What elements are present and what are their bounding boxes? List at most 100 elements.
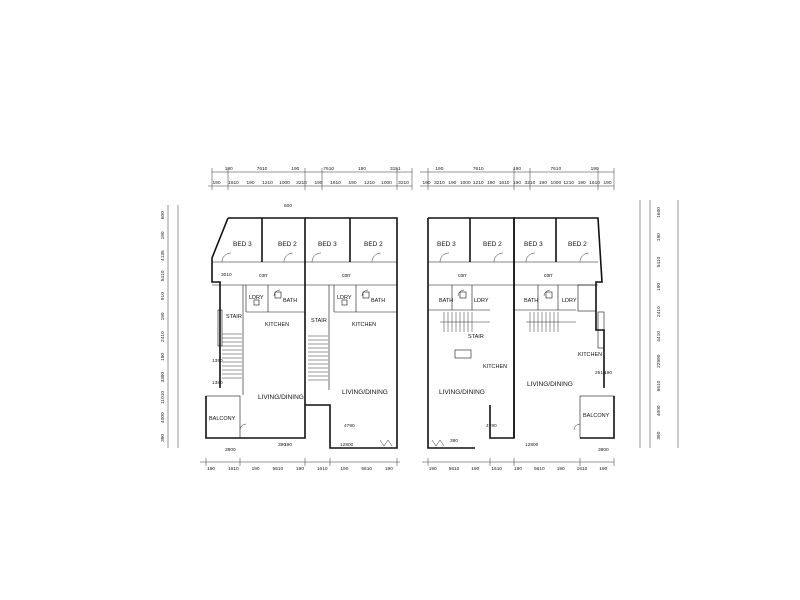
unit-a-stair-treads [222, 333, 242, 379]
unit-b-kitchen-label: KITCHEN [352, 322, 376, 328]
dim-top-right-row1-4: 190 [591, 166, 599, 172]
dim-inner-9: 4790 [344, 423, 355, 429]
dim-right-side-4: 2410 [656, 306, 662, 317]
dim-top-left-row2-3: 1210 [262, 180, 273, 186]
unit-d-ldry-label: LDRY [562, 298, 577, 304]
unit-a-balcony-label: BALCONY [209, 416, 236, 422]
unit-d: BED 3 BED 2 corr BATH LDRY KITCHEN LIVIN… [513, 217, 615, 439]
dim-top-left-row2-0: 190 [212, 180, 220, 186]
dim-top-left-row1-0: 190 [225, 166, 233, 172]
unit-c-stair-label: STAIR [468, 334, 484, 340]
dim-inner-7: 3800 [598, 447, 609, 453]
dim-bottom-right-2: 190 [471, 466, 479, 472]
dim-left-side-2: 4135 [160, 250, 166, 261]
unit-a-ldry-label: LDRY [249, 295, 264, 301]
unit-c-stair-treads [440, 312, 490, 332]
unit-d-outer-wall [513, 217, 615, 439]
unit-b-outer-wall [305, 217, 398, 449]
dim-top-right-row1-2: 190 [513, 166, 521, 172]
unit-a-ldry-fixture [253, 299, 260, 306]
dim-top-left-row2-10: 1000 [381, 180, 392, 186]
dim-left-side-7: 190 [160, 353, 166, 361]
unit-d-bath-label: BATH [524, 298, 538, 304]
dim-inner-10: 4790 [486, 423, 497, 429]
dim-bottom-left-3: 5610 [272, 466, 283, 472]
unit-d-stair-treads [526, 312, 576, 332]
dim-top-right-row2-9: 190 [539, 180, 547, 186]
dim-right-side-8: 4000 [656, 405, 662, 416]
unit-d-balcony-label: BALCONY [583, 413, 610, 419]
unit-c-bed2-label: BED 2 [483, 241, 502, 248]
dim-right-side-1: 190 [656, 233, 662, 241]
unit-c-living-label: LIVING/DINING [439, 389, 485, 396]
dim-bottom-left-7: 5610 [361, 466, 372, 472]
dim-bottom-right-4: 190 [514, 466, 522, 472]
dim-bottom-right-6: 190 [557, 466, 565, 472]
unit-c-outer-wall [427, 217, 515, 449]
unit-d-balcony-outline [579, 395, 615, 439]
dim-top-right-row1-1: 7610 [473, 166, 484, 172]
unit-c-bed3-label: BED 3 [437, 241, 456, 248]
dim-right-side-9: 390 [656, 431, 662, 439]
dim-left-side-9: 11010 [160, 391, 166, 404]
dim-inner-4: 2510 [595, 370, 606, 376]
dim-top-left-row2-2: 190 [246, 180, 254, 186]
dim-right-side-5: 4410 [656, 331, 662, 342]
unit-a-bed2-label: BED 2 [278, 241, 297, 248]
unit-a-outer-wall [205, 217, 306, 439]
unit-b-corr-label: corr [342, 273, 351, 279]
dim-top-right-row2-14: 190 [603, 180, 611, 186]
unit-b: BED 3 BED 2 corr LDRY BATH STAIR KITCHEN… [305, 217, 398, 449]
unit-a-corr-label: corr [259, 273, 268, 279]
unit-d-corr-label: corr [544, 273, 553, 279]
unit-c-bath-label: BATH [439, 298, 453, 304]
dimension-ticks [205, 168, 615, 466]
dim-bottom-right-3: 1610 [491, 466, 502, 472]
unit-b-ldry-fixture [341, 299, 348, 306]
unit-a-door-swings [221, 252, 294, 431]
dim-top-right-row2-4: 1210 [473, 180, 484, 186]
unit-b-bath-label: BATH [371, 298, 385, 304]
unit-c-bath-fixture [459, 291, 467, 299]
dim-top-left-row1-5: 3151 [390, 166, 401, 172]
unit-c-corr-label: corr [458, 273, 467, 279]
dim-left-side-0: 600 [160, 211, 166, 219]
dim-inner-13: 12800 [340, 442, 354, 448]
dim-top-left-row2-4: 1000 [279, 180, 290, 186]
unit-c-door-swings [431, 252, 504, 447]
dim-top-left-row1-2: 190 [291, 166, 299, 172]
dim-left-side-11: 390 [160, 434, 166, 442]
unit-d-bed2-label: BED 2 [568, 241, 587, 248]
dim-top-right-row2-5: 190 [487, 180, 495, 186]
dim-right-side-7: 6610 [656, 380, 662, 391]
dim-top-right-row2-0: 190 [422, 180, 430, 186]
dim-top-left-row2-9: 1210 [364, 180, 375, 186]
unit-d-bed3-label: BED 3 [524, 241, 543, 248]
unit-b-stair-label: STAIR [311, 318, 327, 324]
dim-top-left-row2-11: 3210 [398, 180, 409, 186]
unit-c: BED 3 BED 2 corr BATH LDRY STAIR KITCHEN… [427, 217, 515, 449]
dim-top-right-row1-0: 190 [435, 166, 443, 172]
unit-a-kitchen-label: KITCHEN [265, 322, 289, 328]
unit-c-ldry-label: LDRY [474, 298, 489, 304]
dim-top-right-row2-6: 1610 [499, 180, 510, 186]
dim-top-left-row2-6: 190 [314, 180, 322, 186]
unit-a-bath-label: BATH [283, 298, 297, 304]
dim-inner-5: 190 [604, 370, 612, 376]
unit-d-kitchen-label: KITCHEN [578, 352, 602, 358]
dim-left-side-6: 2410 [160, 331, 166, 342]
dim-top-left-row1-3: 7610 [323, 166, 334, 172]
dim-bottom-left-0: 190 [207, 466, 215, 472]
unit-a-balcony-outline [205, 395, 241, 439]
dim-inner-11: 390 [450, 438, 458, 444]
dim-inner-3: 1390 [212, 358, 223, 364]
unit-a-stair-label: STAIR [226, 314, 242, 320]
dim-top-right-row2-11: 1210 [563, 180, 574, 186]
dim-top-right-row1-3: 7610 [550, 166, 561, 172]
dim-bottom-left-2: 190 [252, 466, 260, 472]
dim-bottom-left-6: 190 [340, 466, 348, 472]
unit-c-island [454, 349, 472, 359]
dim-left-side-8: 3390 [160, 371, 166, 382]
